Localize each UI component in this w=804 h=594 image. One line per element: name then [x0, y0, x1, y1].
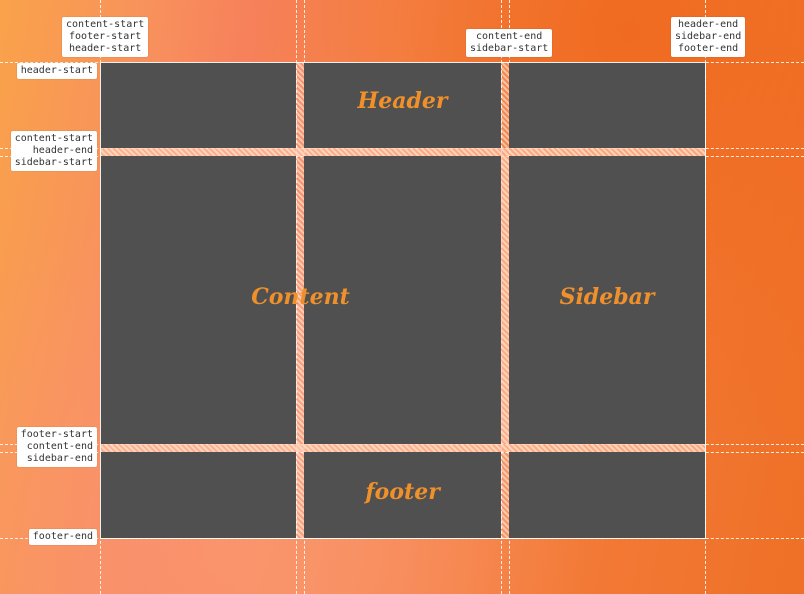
grid-cell: [304, 62, 501, 148]
area-header-label: Header: [357, 88, 448, 114]
grid-container: [100, 62, 706, 539]
grid-cell: [304, 452, 501, 538]
line-label-top-middle: content-end sidebar-start: [466, 29, 553, 57]
area-sidebar-label: Sidebar: [559, 284, 655, 310]
line-label-top-right: header-end sidebar-end footer-end: [671, 17, 746, 57]
line-label-row-2: content-start header-end sidebar-start: [10, 131, 97, 171]
grid-cell: [509, 156, 705, 444]
column-gap-2-content: [501, 156, 509, 444]
line-label-row-4: footer-end: [28, 529, 97, 545]
row-gap-1: [100, 148, 705, 156]
grid-cell: [304, 156, 501, 444]
grid-cell: [509, 62, 705, 148]
grid-cell: [100, 452, 296, 538]
row-gap-2: [100, 444, 705, 452]
line-label-row-1: header-start: [16, 63, 97, 79]
area-footer-label: footer: [365, 479, 440, 505]
column-gap-1: [296, 62, 304, 538]
grid-cell: [509, 452, 705, 538]
grid-cell: [100, 156, 296, 444]
column-gap-2-footer: [501, 452, 509, 538]
column-gap-2-header: [501, 62, 509, 148]
line-label-row-3: footer-start content-end sidebar-end: [16, 427, 97, 467]
line-label-top-left: content-start footer-start header-start: [62, 17, 149, 57]
grid-cell: [100, 62, 296, 148]
area-content-label: Content: [251, 284, 350, 310]
